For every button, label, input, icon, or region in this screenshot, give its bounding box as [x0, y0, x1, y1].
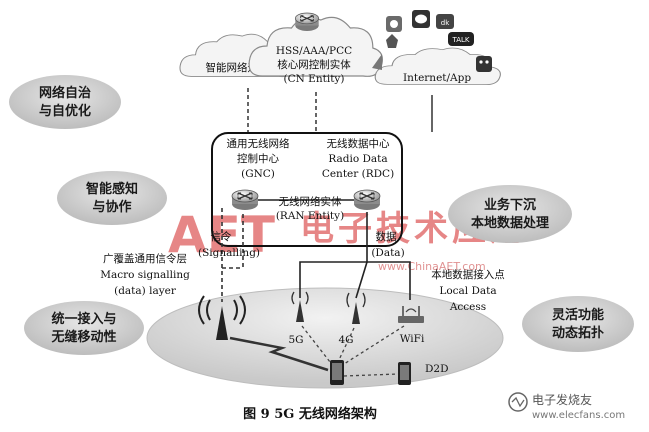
macro-line1: 广覆盖通用信令层	[103, 252, 187, 265]
cloud-internet-label: Internet/App	[403, 72, 471, 84]
local-line1: 本地数据接入点	[431, 268, 505, 281]
feature-access-line2: 无缝移动性	[50, 329, 116, 345]
feature-sensing: 智能感知 与协作	[57, 171, 167, 225]
cloud-cn-line2: 核心网控制实体	[277, 58, 351, 71]
cloud-cn-line3: (CN Entity)	[284, 73, 345, 85]
local-line3: Access	[449, 301, 486, 313]
brand-logo: 电子发烧友 www.elecfans.com	[508, 392, 625, 421]
device-links	[301, 325, 405, 377]
gnc-line1: 通用无线网络	[227, 137, 290, 150]
wifi-router-icon	[398, 306, 424, 323]
weibo-icon	[436, 14, 454, 29]
watermark-url: www.ChinaAET.com	[378, 260, 486, 273]
face-icon	[476, 56, 492, 72]
feature-local-processing-line2: 本地数据处理	[471, 215, 549, 231]
ran-line2: (RAN Entity)	[276, 210, 344, 222]
ran-line1: 无线网络实体	[279, 195, 342, 208]
local-line2: Local Data	[439, 285, 496, 297]
wireless-link	[229, 336, 329, 372]
data-line1: 数据	[376, 230, 397, 243]
label-5g: 5G	[288, 334, 303, 346]
feature-local-processing-line1: 业务下沉	[484, 197, 536, 213]
figure-caption: 图 9 5G 无线网络架构	[243, 406, 377, 422]
brand-url: www.elecfans.com	[532, 410, 625, 421]
rdc-router-icon	[353, 189, 381, 211]
antenna-4g-icon	[346, 292, 366, 324]
rdc-line3: Center (RDC)	[322, 168, 394, 180]
feature-flexible-topology-line2: 动态拓扑	[552, 325, 604, 341]
label-4g: 4G	[338, 334, 353, 346]
rdc-line1: 无线数据中心	[327, 137, 390, 150]
star-icon	[386, 34, 398, 48]
gnc-line2: 控制中心	[237, 152, 279, 165]
talk-icon-label: TALK	[451, 36, 469, 44]
svg-text:dk: dk	[441, 19, 450, 27]
data-line2: (Data)	[371, 247, 404, 259]
macro-line3: (data) layer	[114, 285, 177, 297]
feature-access: 统一接入与 无缝移动性	[24, 301, 144, 355]
control-links	[247, 88, 317, 133]
signalling-line2: (Signalling)	[198, 247, 260, 259]
paper-plane-icon	[372, 54, 382, 70]
feature-flexible-topology: 灵活功能 动态拓扑	[522, 296, 634, 352]
brand-icon	[508, 392, 528, 412]
gnc-router-icon	[231, 189, 259, 211]
rdc-line2: Radio Data	[328, 153, 387, 165]
phone-icon	[330, 360, 344, 385]
app-icons: dk TALK	[372, 10, 492, 72]
d2d-phone-icon	[398, 362, 411, 385]
macro-antenna-icon	[198, 295, 246, 340]
feature-sensing-line1: 智能感知	[86, 181, 138, 197]
feature-sensing-line2: 与协作	[92, 199, 131, 215]
antenna-5g-icon	[291, 291, 309, 322]
feature-flexible-topology-line1: 灵活功能	[552, 307, 604, 323]
signalling-links	[221, 208, 244, 302]
cloud-cn-line1: HSS/AAA/PCC	[276, 45, 352, 57]
gnc-line3: (GNC)	[241, 168, 275, 180]
control-center-box	[211, 132, 403, 247]
label-wifi: WiFi	[400, 333, 425, 345]
macro-line2: Macro signalling	[100, 269, 190, 281]
feature-access-line1: 统一接入与	[51, 311, 116, 327]
feature-local-processing: 业务下沉 本地数据处理	[448, 185, 572, 243]
feature-autonomy: 网络自治 与自优化	[9, 75, 121, 129]
signalling-line1: 信令	[211, 230, 232, 243]
label-d2d: D2D	[425, 363, 449, 375]
feature-autonomy-line1: 网络自治	[39, 85, 91, 101]
data-links	[299, 212, 411, 300]
feature-autonomy-line2: 与自优化	[39, 103, 91, 119]
router-icon	[294, 12, 320, 32]
brand-cn: 电子发烧友	[532, 392, 592, 407]
talk-icon	[448, 32, 474, 46]
